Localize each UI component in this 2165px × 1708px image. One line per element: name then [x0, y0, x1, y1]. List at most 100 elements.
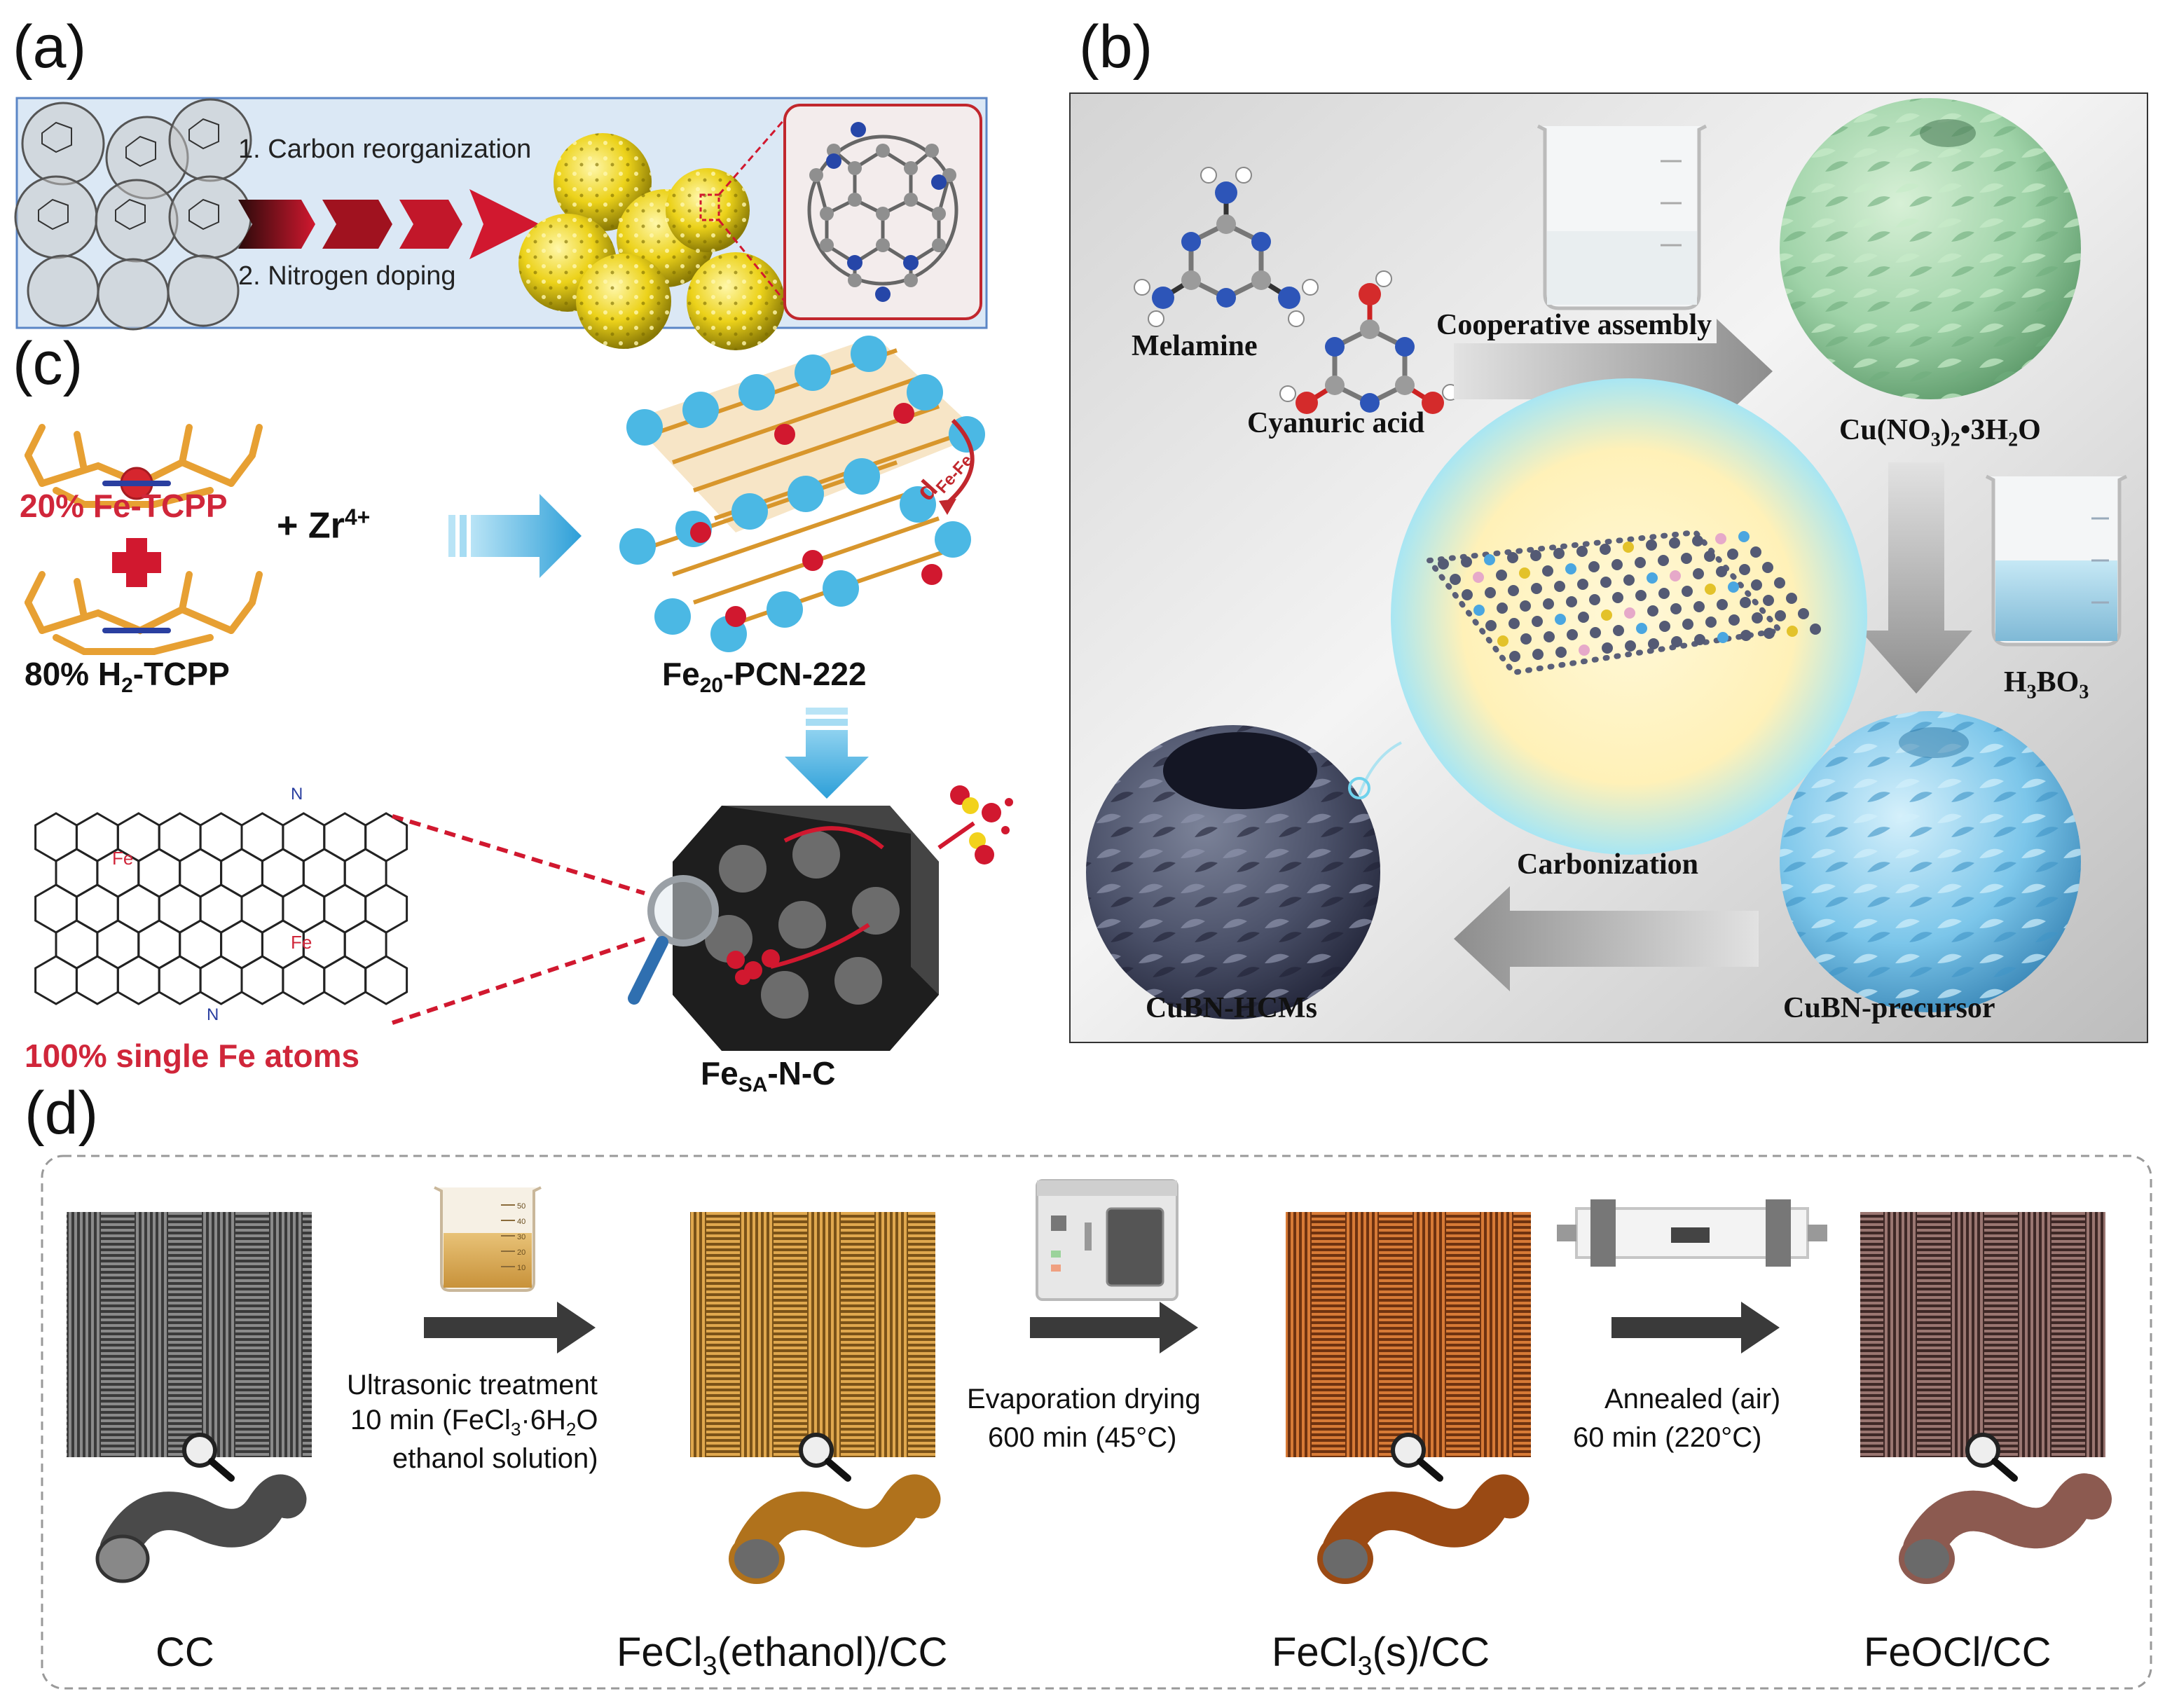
panel-d-border [41, 1155, 2152, 1690]
evaporation-step-line1: Evaporation drying [967, 1384, 1201, 1414]
beaker-mark: 20 [517, 1248, 525, 1257]
hex-ring [199, 955, 243, 1005]
lattice-atom [1623, 574, 1635, 586]
lattice-atom [1485, 587, 1496, 598]
red-chevron-arrow [238, 189, 539, 259]
fiber-icon [95, 1474, 307, 1583]
lattice-atom [1705, 617, 1717, 628]
cyan-arrow-down [785, 708, 869, 799]
lattice-atom [1576, 546, 1588, 557]
tube-furnace-icon [1557, 1199, 1827, 1267]
lattice-atom [1530, 550, 1541, 561]
dark-hollow-sphere [1086, 725, 1380, 1019]
fe-n-c-structure-icon [34, 812, 408, 1005]
fecl3-ethanol-cc-label: FeCl3(ethanol)/CC [617, 1630, 948, 1681]
lattice-atom [1600, 544, 1611, 555]
feocl-cc-label: FeOCl/CC [1864, 1630, 2051, 1675]
blue-sphere [1780, 711, 2081, 1012]
lattice-atom [1577, 579, 1588, 590]
lattice-atom [1602, 642, 1613, 654]
hex-ring [158, 955, 202, 1005]
cyan-arrow-right [448, 494, 582, 578]
lattice-atom [1764, 628, 1775, 639]
cyanuric-acid-label: Cyanuric acid [1247, 407, 1425, 439]
lattice-atom [1717, 599, 1728, 610]
fullerene-icon [14, 98, 252, 331]
lattice-atom [1798, 608, 1809, 619]
lattice-atom [1636, 623, 1647, 634]
panel-b [1069, 92, 2148, 1043]
lattice-atom [1647, 572, 1658, 584]
lattice-atom [1590, 627, 1601, 638]
lattice-atom [1670, 603, 1682, 614]
zoom-line-top [392, 814, 645, 895]
fe-tcpp-label: 20% Fe-TCPP [20, 488, 228, 524]
lattice-atom [1625, 640, 1636, 652]
lattice-atom [1601, 609, 1612, 621]
lattice-atom [1544, 631, 1555, 642]
lattice-atom [1681, 553, 1692, 564]
cubn-precursor-label: CuBN-precursor [1783, 992, 1995, 1024]
lattice-atom [1450, 574, 1461, 585]
lattice-atom [1716, 566, 1727, 577]
lattice-atom [1531, 583, 1542, 594]
lattice-atom [1646, 539, 1657, 551]
fesa-n-c-label: FeSA-N-C [701, 1055, 836, 1097]
green-sphere [1780, 98, 2081, 399]
lattice-atom [1715, 533, 1726, 544]
beaker-mark: 50 [517, 1202, 525, 1211]
lattice-atom [1484, 554, 1495, 565]
lattice-atom [1612, 592, 1623, 603]
lattice-atom [1786, 593, 1797, 604]
lattice-atom [1682, 586, 1693, 597]
lattice-atom [1565, 563, 1576, 574]
panel-a [14, 97, 988, 350]
magnifier-icon [799, 1433, 851, 1482]
lattice-atom [1553, 548, 1565, 559]
carbon-cloth-icon [690, 1212, 935, 1457]
nitrogen-doped-cage-icon [807, 122, 958, 302]
lattice-atom [1613, 625, 1624, 636]
lattice-atom [1473, 572, 1484, 583]
lattice-atom [1497, 635, 1508, 647]
lattice-atom [1438, 558, 1449, 570]
lattice-atom [1810, 624, 1821, 635]
cc-label: CC [156, 1630, 214, 1675]
lattice-atom [1611, 559, 1623, 570]
hex-ring [282, 955, 326, 1005]
beaker-icon [1985, 474, 2128, 647]
lattice-atom [1543, 598, 1554, 609]
lattice-atom [1520, 600, 1531, 612]
lattice-atom [1635, 557, 1646, 568]
lattice-atom [1589, 594, 1600, 605]
lattice-atom [1462, 589, 1473, 600]
lattice-atom [1774, 577, 1785, 588]
process-arrow [1611, 1302, 1780, 1354]
lattice-atom [1567, 629, 1578, 640]
beaker-icon [1537, 124, 1707, 310]
lattice-atom [1694, 634, 1705, 645]
zr-ion-label: + Zr4+ [277, 504, 371, 546]
lattice-atom [1578, 612, 1589, 623]
lattice-atom [1566, 596, 1577, 607]
fecl3-s-cc-label: FeCl3(s)/CC [1272, 1630, 1490, 1681]
carbon-cloth-icon [1860, 1212, 2105, 1457]
lattice-atom [1739, 564, 1750, 575]
lattice-atom [1497, 602, 1508, 614]
hex-ring [240, 955, 284, 1005]
fe20-pcn-222-label: Fe20-PCN-222 [662, 656, 867, 698]
lattice-atom [1682, 619, 1693, 630]
lattice-atom [1775, 610, 1786, 621]
hex-ring [323, 955, 367, 1005]
yellow-sphere-cluster [518, 133, 785, 350]
cooperative-assembly-label: Cooperative assembly [1436, 309, 1712, 341]
lattice-atom [1579, 645, 1590, 656]
cyanuric-acid-molecule-icon [1279, 270, 1459, 414]
lattice-atom [1693, 601, 1705, 612]
zoom-line-bottom [392, 937, 645, 1025]
lattice-atom [1750, 546, 1761, 558]
carbon-cloth-icon [1286, 1212, 1531, 1457]
step-carbon-reorganization: 1. Carbon reorganization [238, 135, 532, 164]
